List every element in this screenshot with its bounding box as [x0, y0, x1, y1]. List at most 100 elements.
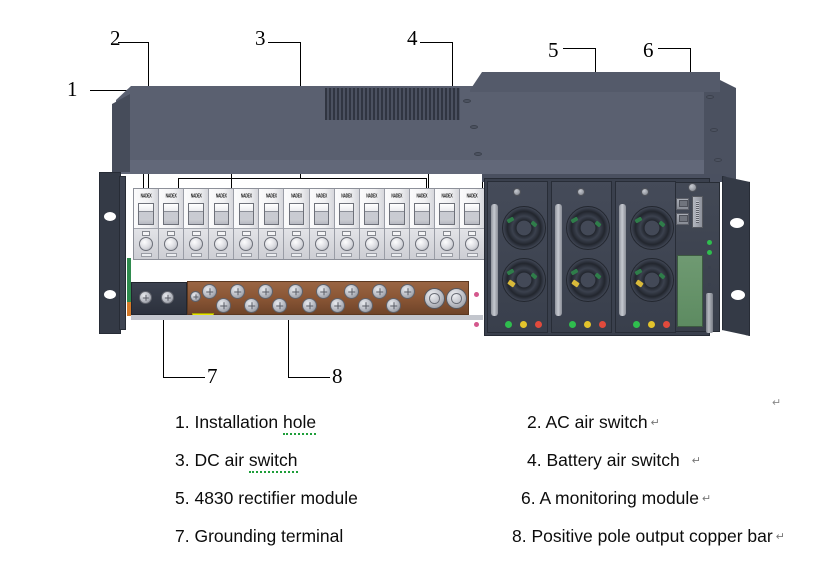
legend: 1. Installation hole 2. AC air switch↵ 3… — [0, 412, 825, 567]
breaker-terminal-ring[interactable] — [289, 237, 304, 251]
circuit-breaker[interactable]: NADEX — [460, 189, 485, 259]
breaker-terminal-ring[interactable] — [465, 237, 480, 251]
status-led-green — [707, 240, 712, 245]
mounting-bracket-right — [722, 176, 750, 336]
breaker-terminal-band — [209, 228, 234, 259]
breaker-terminal-ring[interactable] — [439, 237, 454, 251]
circuit-breaker[interactable]: NADEX — [159, 189, 185, 259]
grounding-terminal-screw[interactable] — [161, 291, 174, 304]
rectifier-handle[interactable] — [619, 204, 626, 316]
circuit-breaker[interactable]: NADEX — [134, 189, 160, 259]
breaker-terminal-ring[interactable] — [339, 237, 354, 251]
circuit-breaker[interactable]: NADEX — [334, 189, 360, 259]
module-fixing-screw-icon[interactable] — [688, 183, 697, 192]
copper-bar-screw[interactable] — [202, 284, 217, 299]
circuit-breaker[interactable]: NADEX — [409, 189, 435, 259]
leader-5-h — [563, 48, 596, 49]
cooling-fan — [630, 258, 674, 302]
copper-bar-screw[interactable] — [302, 298, 317, 313]
breaker-terminal-ring[interactable] — [164, 237, 179, 251]
installation-hole[interactable] — [730, 218, 744, 228]
breaker-terminal-ring[interactable] — [314, 237, 329, 251]
copper-bar-screw[interactable] — [386, 298, 401, 313]
breaker-slot — [191, 231, 201, 236]
breaker-terminal-ring[interactable] — [214, 237, 229, 251]
circuit-breaker[interactable]: NADEX — [384, 189, 410, 259]
status-led-off — [708, 283, 711, 286]
output-terminal-post[interactable] — [424, 288, 445, 309]
rectifier-handle[interactable] — [555, 204, 562, 316]
chassis-top-highlight — [120, 160, 720, 174]
copper-bar-screw[interactable] — [288, 284, 303, 299]
breaker-rocker-switch[interactable] — [313, 203, 330, 225]
breaker-rocker-switch[interactable] — [188, 203, 204, 225]
circuit-breaker[interactable]: NADEX — [234, 189, 260, 259]
breaker-rocker-switch[interactable] — [439, 203, 455, 225]
breaker-terminal-ring[interactable] — [189, 237, 204, 251]
installation-hole[interactable] — [104, 290, 116, 299]
breaker-terminal-ring[interactable] — [139, 237, 154, 251]
breaker-terminal-band — [184, 228, 209, 259]
module-fixing-screw-icon[interactable] — [641, 188, 649, 196]
cooling-fan — [566, 206, 610, 250]
copper-bar-screw[interactable] — [372, 284, 387, 299]
legend-text-7: 7. Grounding terminal — [175, 526, 344, 546]
chassis-bottom-lip — [131, 315, 483, 320]
breaker-rocker-switch[interactable] — [338, 203, 355, 225]
breaker-label: NADEX — [341, 193, 353, 199]
breaker-rocker-switch[interactable] — [263, 203, 280, 225]
circuit-breaker[interactable]: NADEX — [259, 189, 285, 259]
breaker-terminal-ring[interactable] — [414, 237, 429, 251]
breaker-rocker-switch[interactable] — [364, 203, 380, 225]
rectifier-handle[interactable] — [491, 204, 498, 316]
breaker-terminal-ring[interactable] — [264, 237, 279, 251]
breaker-rocker-switch[interactable] — [238, 203, 255, 225]
copper-bar-screw[interactable] — [230, 284, 245, 299]
rj45-port-upper[interactable] — [676, 198, 689, 210]
copper-bar-screw[interactable] — [316, 284, 331, 299]
rj45-port-lower[interactable] — [676, 213, 689, 225]
grounding-terminal-screw[interactable] — [139, 291, 152, 304]
db-connector[interactable] — [692, 196, 703, 228]
copper-bar-screw[interactable] — [258, 284, 273, 299]
output-terminal-post[interactable] — [446, 288, 467, 309]
copper-bar-screw[interactable] — [358, 298, 373, 313]
circuit-breaker[interactable]: NADEX — [434, 189, 461, 259]
breaker-foot — [341, 253, 353, 257]
module-fixing-screw-icon[interactable] — [577, 188, 585, 196]
legend-text-4: 4. Battery air switch — [527, 450, 680, 470]
module-fixing-screw-icon[interactable] — [513, 188, 521, 196]
breaker-rocker-switch[interactable] — [288, 203, 305, 225]
breaker-rocker-switch[interactable] — [414, 203, 430, 225]
breaker-rocker-switch[interactable] — [163, 203, 179, 225]
copper-bar-screw[interactable] — [272, 298, 287, 313]
breaker-terminal-ring[interactable] — [364, 237, 379, 251]
copper-bar-screw[interactable] — [330, 298, 345, 313]
circuit-breaker[interactable]: NADEX — [209, 189, 235, 259]
installation-hole[interactable] — [104, 212, 116, 221]
breaker-rocker-switch[interactable] — [138, 203, 154, 225]
copper-bar-screw[interactable] — [216, 298, 231, 313]
copper-bar-screw[interactable] — [344, 284, 359, 299]
copper-bar-screw[interactable] — [400, 284, 415, 299]
copper-bar-screw[interactable] — [244, 298, 259, 313]
breaker-terminal-ring[interactable] — [389, 237, 404, 251]
breaker-rocker-switch[interactable] — [389, 203, 405, 225]
circuit-breaker[interactable]: NADEX — [184, 189, 210, 259]
circuit-breaker[interactable]: NADEX — [284, 189, 310, 259]
breaker-terminal-ring[interactable] — [239, 237, 254, 251]
copper-bar-screw[interactable] — [190, 291, 201, 302]
circuit-breaker[interactable]: NADEX — [359, 189, 385, 259]
circuit-breaker[interactable]: NADEX — [309, 189, 335, 259]
module-handle[interactable] — [706, 293, 713, 333]
legend-text-3: 3. DC air switch — [175, 450, 298, 473]
installation-hole[interactable] — [731, 290, 745, 300]
leader-4-h — [420, 42, 453, 43]
breaker-rocker-switch[interactable] — [213, 203, 229, 225]
chassis-screw-icon — [463, 99, 471, 103]
indicator-dot — [474, 322, 479, 327]
breaker-rocker-switch[interactable] — [464, 203, 480, 225]
breaker-label: NADEX — [466, 193, 478, 199]
cooling-fan — [630, 206, 674, 250]
legend-item-3: 3. DC air switch — [175, 450, 298, 473]
